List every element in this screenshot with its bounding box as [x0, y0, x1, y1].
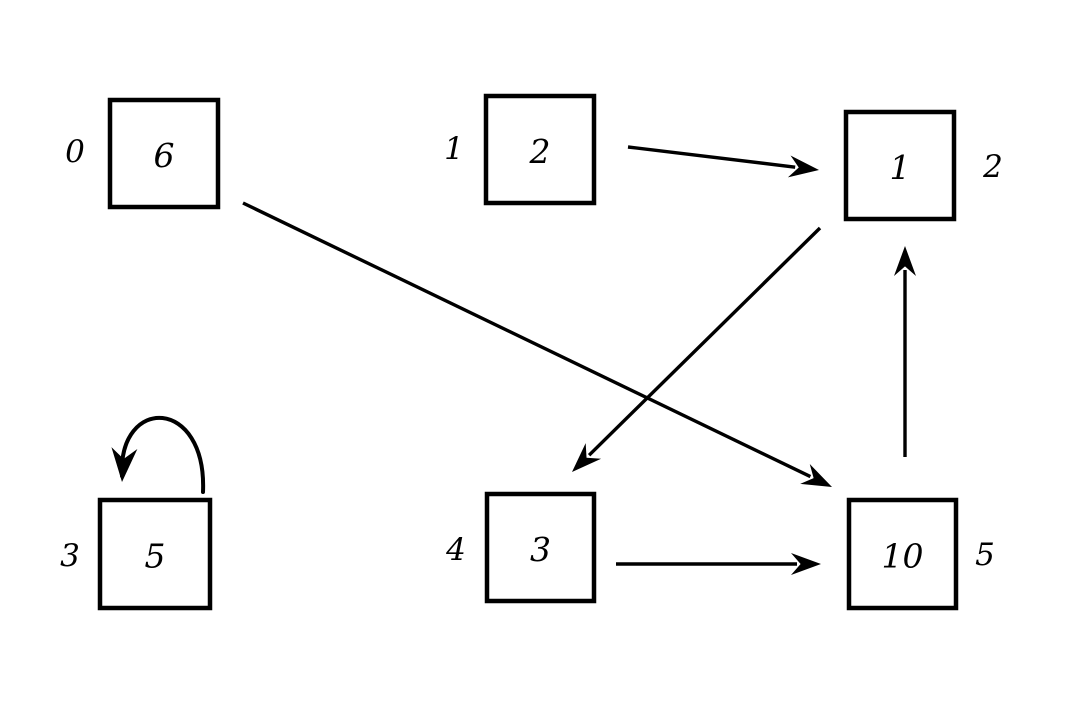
edge-line — [627, 145, 796, 169]
node-index-label: 1 — [444, 131, 464, 167]
node-4[interactable]: 34 — [445, 491, 597, 604]
edge-line — [242, 201, 812, 479]
edge-0-to-5[interactable] — [242, 201, 832, 487]
node-value-label: 5 — [145, 537, 166, 576]
node-value-label: 3 — [530, 530, 551, 569]
edge-arrowhead — [791, 553, 821, 575]
edge-line — [587, 226, 822, 457]
self-loop-arrowhead — [111, 447, 138, 482]
node-box[interactable] — [843, 109, 957, 222]
node-index-label: 2 — [982, 149, 1003, 185]
node-box[interactable] — [107, 97, 221, 210]
node-index-label: 5 — [975, 537, 995, 573]
edge-2-to-4[interactable] — [572, 226, 822, 472]
edge-arrowhead — [894, 246, 916, 276]
node-box[interactable] — [97, 497, 213, 611]
node-0[interactable]: 60 — [65, 97, 221, 210]
node-3[interactable]: 53 — [60, 497, 213, 611]
node-box[interactable] — [846, 497, 959, 611]
node-value-label: 10 — [882, 537, 924, 576]
edge-5-to-2[interactable] — [894, 246, 916, 457]
node-box[interactable] — [484, 491, 597, 604]
edge-1-to-2[interactable] — [627, 145, 819, 178]
node-value-label: 6 — [154, 136, 175, 175]
node-5[interactable]: 10 5 — [846, 497, 995, 611]
edges-layer — [111, 145, 916, 575]
edge-4-to-5[interactable] — [616, 553, 821, 575]
edge-arrowhead — [800, 464, 832, 487]
node-box[interactable] — [483, 93, 597, 206]
node-1[interactable]: 21 — [444, 93, 597, 206]
node-index-label: 3 — [60, 538, 80, 574]
node-index-label: 4 — [445, 532, 466, 568]
node-index-label: 0 — [65, 134, 85, 170]
edge-arrowhead — [572, 443, 602, 472]
node-value-label: 2 — [529, 132, 551, 171]
node-value-label: 1 — [890, 148, 911, 187]
edge-3-to-3[interactable] — [111, 415, 206, 494]
self-loop-path — [119, 415, 206, 494]
edge-arrowhead — [787, 155, 819, 178]
